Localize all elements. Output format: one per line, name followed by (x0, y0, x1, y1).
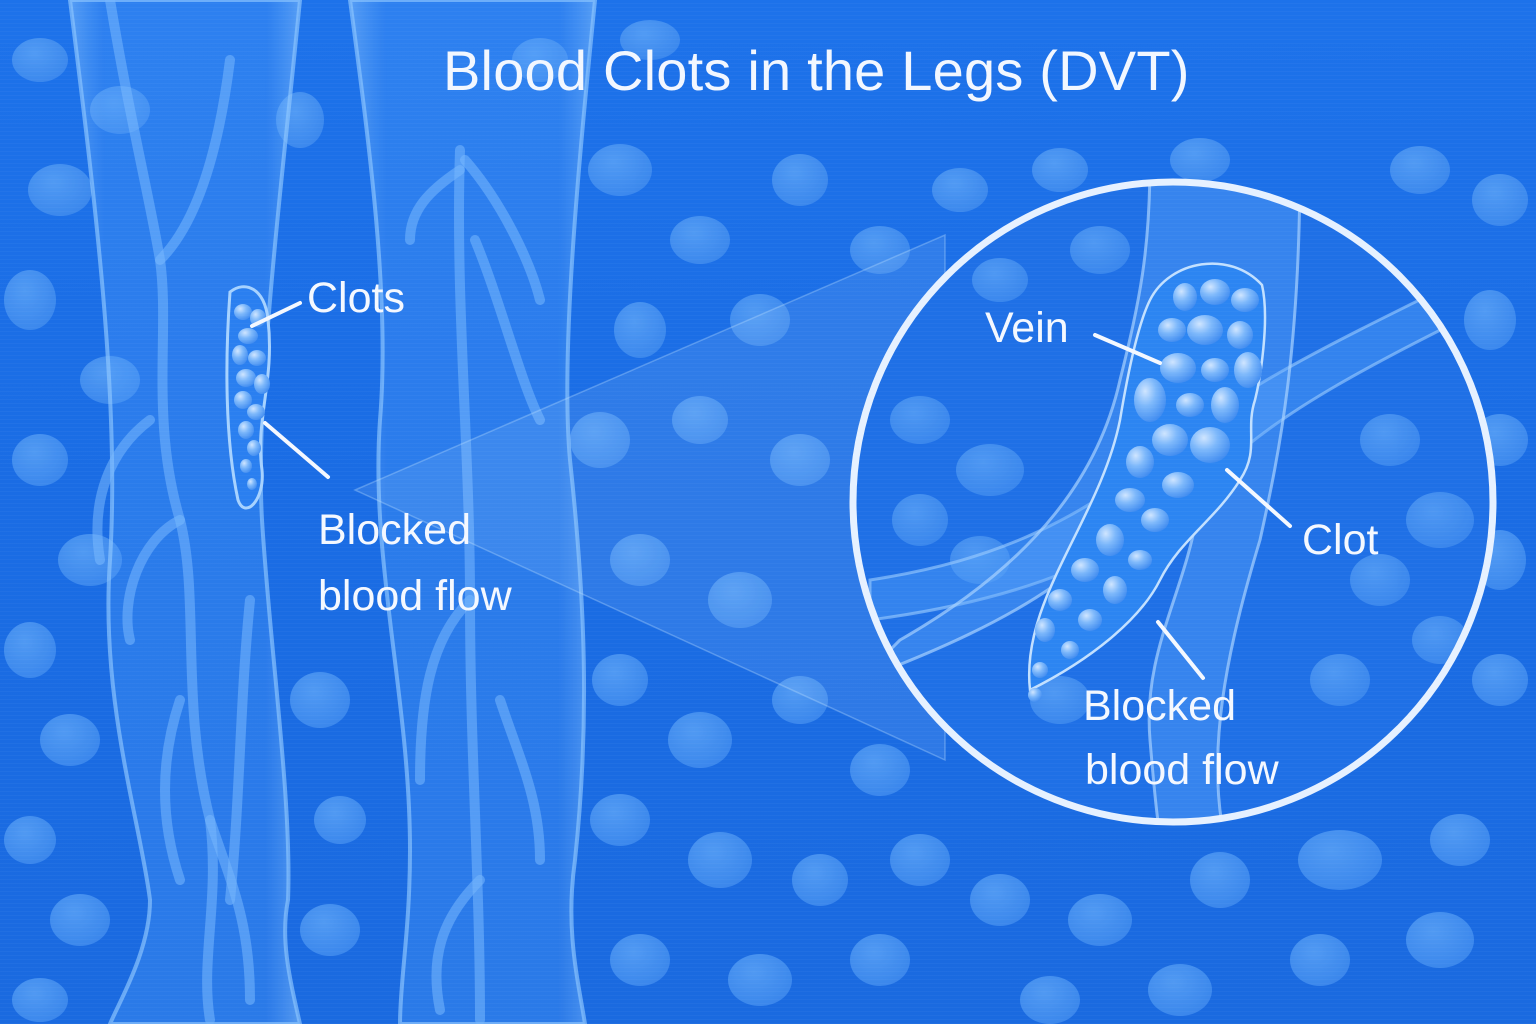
leader-lines (250, 301, 1292, 680)
page-title: Blood Clots in the Legs (DVT) (443, 39, 1190, 102)
label-blocked-flow-line1: Blocked (318, 506, 471, 554)
clot-window-left (225, 285, 272, 510)
label-clots: Clots (307, 274, 405, 322)
right-leg (347, 0, 598, 1024)
label-vein: Vein (985, 304, 1069, 352)
background-cells (4, 20, 1528, 1024)
label-blocked-flow-line2: blood flow (318, 572, 512, 620)
label-clot: Clot (1302, 516, 1379, 564)
label-inset-blocked-line1: Blocked (1083, 682, 1236, 730)
zoom-inset-circle (849, 178, 1497, 826)
left-leg (67, 0, 303, 1024)
label-inset-blocked-line2: blood flow (1085, 746, 1279, 794)
